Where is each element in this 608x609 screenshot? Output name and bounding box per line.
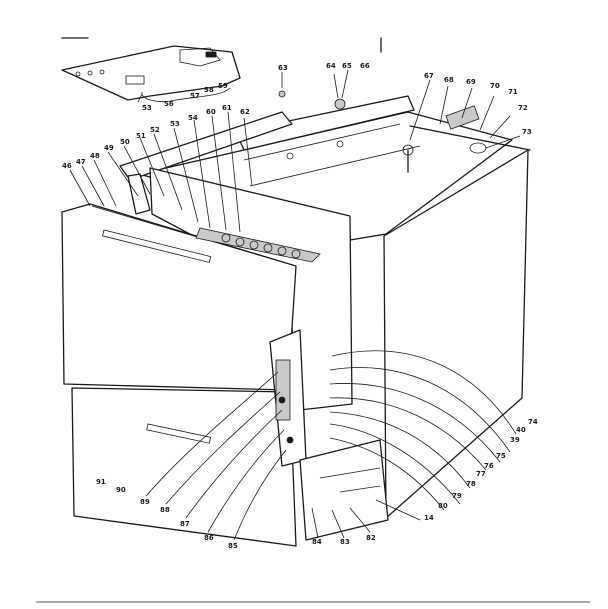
part-labels: 53 56 57 58 59 63 64 65 66 67 68 69 70 7…	[62, 62, 538, 550]
bracket-curve	[141, 87, 231, 102]
drawer-rails	[299, 439, 389, 541]
part-label-59: 59	[218, 82, 228, 90]
part-label-87: 87	[180, 520, 190, 528]
part-label-49: 49	[104, 144, 114, 152]
part-label-58: 58	[204, 86, 214, 94]
part-label-61: 61	[222, 104, 232, 112]
part-label-78: 78	[466, 480, 476, 488]
part-label-89: 89	[140, 498, 150, 506]
part-label-88: 88	[160, 506, 170, 514]
part-label-40: 40	[516, 426, 526, 434]
part-label-62: 62	[240, 108, 250, 116]
part-label-67: 67	[424, 72, 434, 80]
part-label-52: 52	[150, 126, 160, 134]
part-label-72: 72	[518, 104, 528, 112]
part-label-57: 57	[190, 92, 200, 100]
part-label-80: 80	[438, 502, 448, 510]
burner-strip	[195, 227, 321, 263]
part-label-63: 63	[278, 64, 288, 72]
part-label-73: 73	[522, 128, 532, 136]
part-label-64: 64	[326, 62, 336, 70]
part-label-68: 68	[444, 76, 454, 84]
top-cover-plate	[61, 45, 241, 101]
part-label-48: 48	[90, 152, 100, 160]
part-label-53b: 53	[170, 120, 180, 128]
part-label-74: 74	[528, 418, 538, 426]
part-label-90: 90	[116, 486, 126, 494]
part-label-86: 86	[204, 534, 214, 542]
part-label-14: 14	[424, 514, 434, 522]
part-label-85: 85	[228, 542, 238, 550]
part-label-77: 77	[476, 470, 486, 478]
drawer-panel	[71, 387, 297, 547]
part-label-47: 47	[76, 158, 86, 166]
part-label-53: 53	[142, 104, 152, 112]
part-label-65: 65	[342, 62, 352, 70]
part-label-91: 91	[96, 478, 106, 486]
part-label-50: 50	[120, 138, 130, 146]
part-label-66: 66	[360, 62, 370, 70]
hinge-assembly	[269, 329, 307, 467]
part-label-70: 70	[490, 82, 500, 90]
oven-door	[61, 203, 297, 391]
part-label-75: 75	[496, 452, 506, 460]
part-label-84: 84	[312, 538, 322, 546]
part-label-82: 82	[366, 534, 376, 542]
part-label-69: 69	[466, 78, 476, 86]
part-label-39: 39	[510, 436, 520, 444]
part-label-79: 79	[452, 492, 462, 500]
part-label-71: 71	[508, 88, 518, 96]
part-label-83: 83	[340, 538, 350, 546]
leader-lines	[69, 69, 521, 541]
part-label-46: 46	[62, 162, 72, 170]
part-label-76: 76	[484, 462, 494, 470]
part-label-60: 60	[206, 108, 216, 116]
part-label-56: 56	[164, 100, 174, 108]
part-label-51: 51	[136, 132, 146, 140]
part-label-54: 54	[188, 114, 198, 122]
